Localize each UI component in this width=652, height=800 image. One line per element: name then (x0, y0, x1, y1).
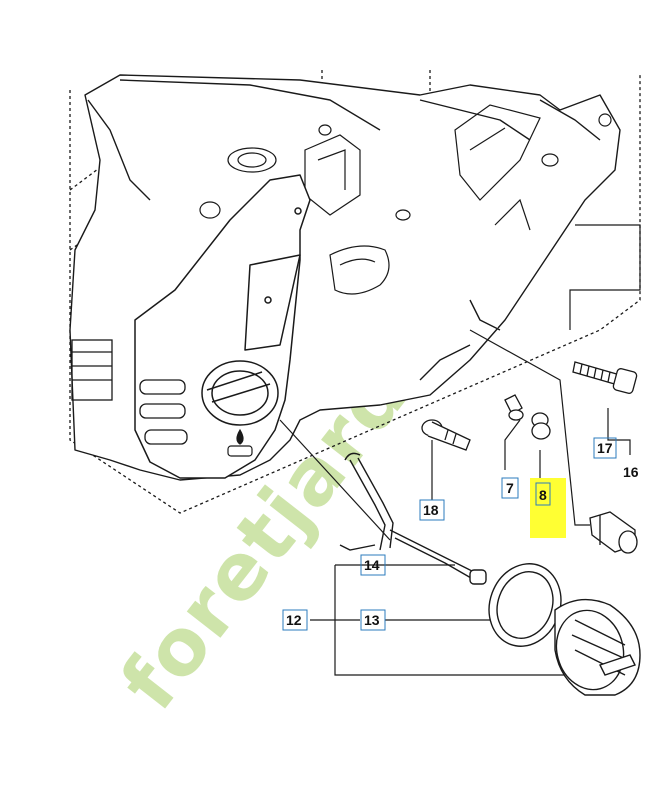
callout-17: 17 (593, 437, 617, 459)
front-arm (134, 174, 311, 479)
part-14-hose (339, 452, 487, 585)
callout-13-text: 13 (364, 612, 380, 628)
callout-7: 7 (501, 477, 519, 499)
part-12-oil-cap (554, 598, 641, 696)
part-7-screw (504, 394, 524, 421)
callout-7-text: 7 (506, 480, 514, 496)
part-17-plug (589, 511, 638, 554)
callout-13: 13 (360, 609, 386, 631)
callout-14-text: 14 (364, 557, 380, 573)
callout-8: 8 (530, 478, 566, 538)
callout-18-text: 18 (423, 502, 439, 518)
callout-12: 12 (282, 609, 308, 631)
oil-drop-icon (227, 428, 253, 457)
vent-slots (71, 339, 188, 445)
callout-16-text: 16 (623, 464, 639, 480)
leader-lines (279, 224, 641, 676)
part-16-screw (572, 361, 638, 394)
part-8-plug (531, 412, 551, 440)
callout-12-text: 12 (286, 612, 302, 628)
callout-18: 18 (419, 499, 445, 521)
callout-14: 14 (360, 554, 386, 576)
callout-17-text: 17 (597, 440, 613, 456)
callout-8-text: 8 (539, 487, 547, 503)
callout-16: 16 (623, 464, 639, 480)
part-18-bolt (421, 419, 471, 451)
